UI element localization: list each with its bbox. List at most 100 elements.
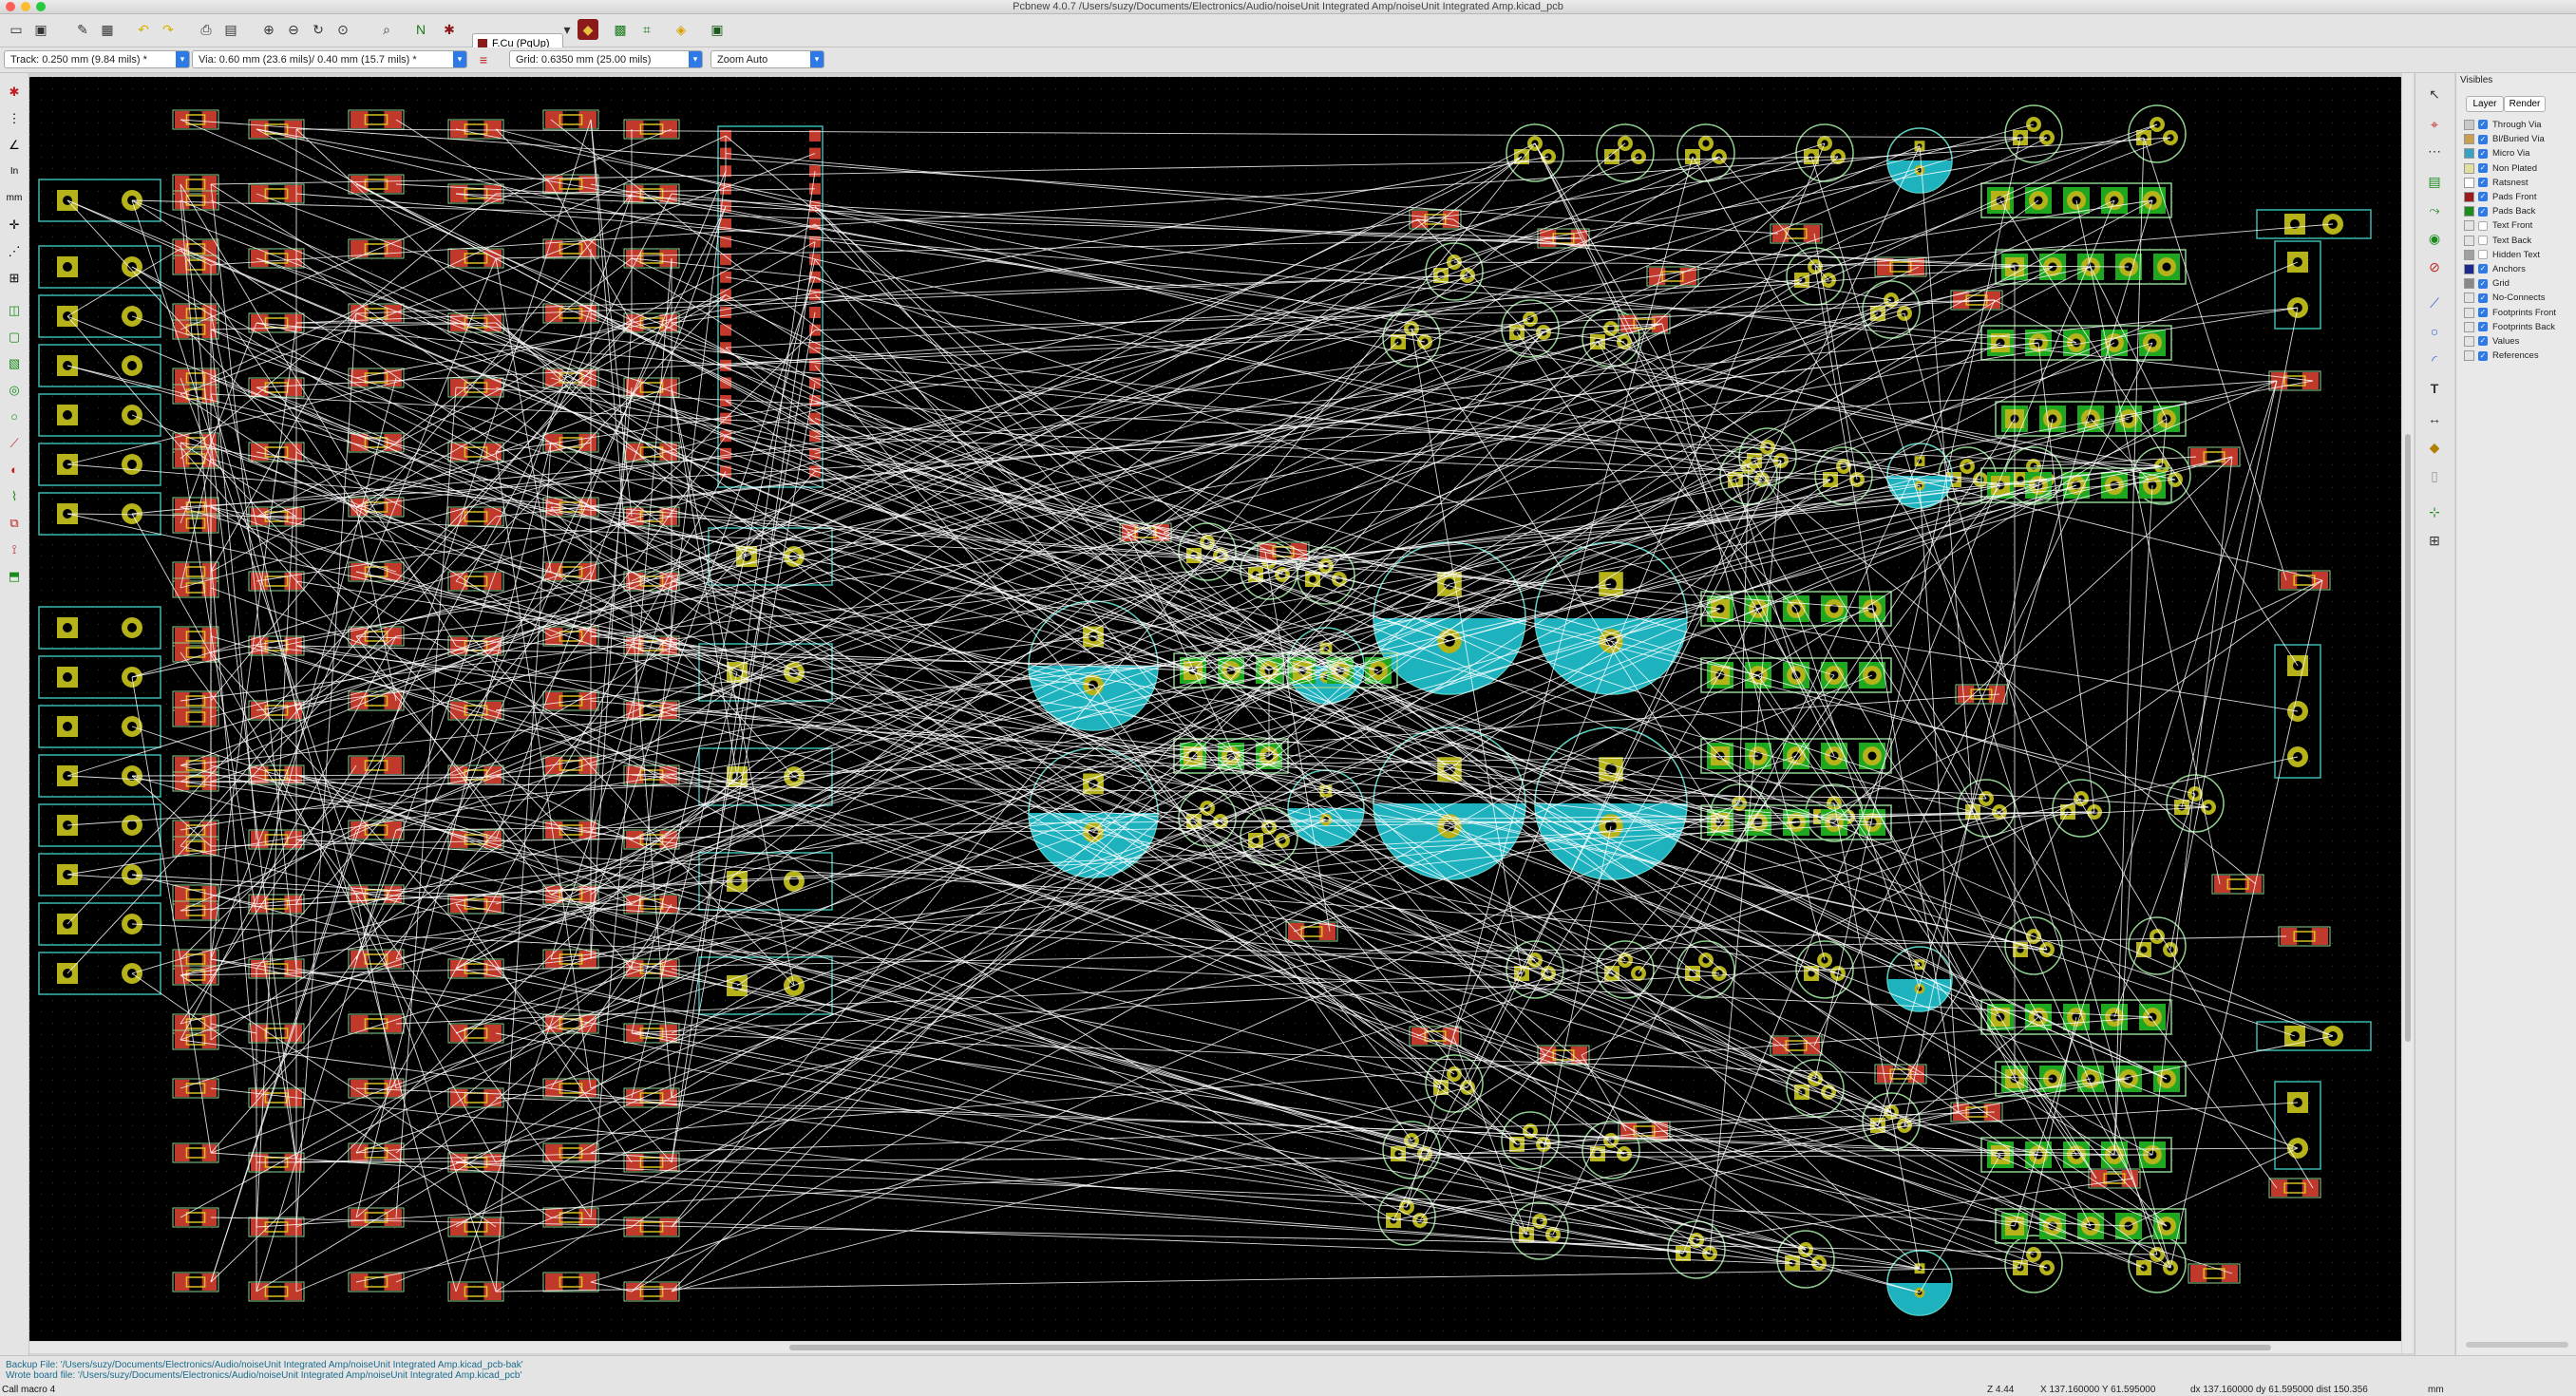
add-target-icon[interactable]: ◆ bbox=[2429, 440, 2440, 455]
layers-manager-icon[interactable]: ⧉ bbox=[9, 516, 19, 530]
layer-color-swatch[interactable] bbox=[2464, 177, 2474, 188]
microwave-toolbar-icon[interactable]: ⌇ bbox=[10, 489, 18, 503]
set-origin-icon[interactable]: ⊹ bbox=[2429, 504, 2440, 519]
delete-icon[interactable]: ▯ bbox=[2431, 468, 2438, 483]
layer-color-swatch[interactable] bbox=[2464, 307, 2474, 318]
find-icon[interactable]: ⌕ bbox=[383, 21, 390, 37]
zoom-select[interactable]: Zoom Auto ▾ bbox=[710, 50, 824, 68]
undo-icon[interactable]: ↶ bbox=[138, 21, 149, 37]
module-ratsnest-icon[interactable]: ⊞ bbox=[9, 271, 20, 285]
add-arc-icon[interactable]: ◜ bbox=[2432, 352, 2437, 368]
vias-sketch-icon[interactable]: ○ bbox=[10, 409, 18, 424]
layer-color-swatch[interactable] bbox=[2464, 134, 2474, 145]
horizontal-scroll-thumb[interactable] bbox=[789, 1345, 2271, 1350]
add-via-icon[interactable]: ◉ bbox=[2428, 231, 2441, 246]
drc-icon[interactable]: ✱ bbox=[444, 21, 455, 37]
netlist-icon[interactable]: N bbox=[415, 22, 426, 37]
visibles-row[interactable]: ✓Bl/Buried Via bbox=[2464, 132, 2545, 146]
tab-render[interactable]: Render bbox=[2504, 96, 2546, 112]
visibility-checkbox[interactable]: ✓ bbox=[2478, 278, 2488, 289]
visibles-row[interactable]: ✓Grid bbox=[2464, 276, 2510, 291]
select-arrow-icon[interactable]: ↖ bbox=[2429, 86, 2440, 102]
plot-icon[interactable]: ▤ bbox=[224, 21, 237, 37]
visibility-checkbox[interactable]: ✓ bbox=[2478, 264, 2488, 274]
layer-dropdown-icon[interactable]: ▾ bbox=[563, 21, 571, 37]
visibility-checkbox[interactable]: ✓ bbox=[2478, 134, 2488, 144]
visibles-row[interactable]: ✓Pads Front bbox=[2464, 190, 2536, 204]
visibility-checkbox[interactable]: ✓ bbox=[2478, 308, 2488, 318]
visibles-row[interactable]: ✓Ratsnest bbox=[2464, 176, 2529, 190]
visibility-checkbox[interactable]: ✓ bbox=[2478, 192, 2488, 202]
layer-color-swatch[interactable] bbox=[2464, 191, 2474, 202]
visibles-row[interactable]: ✓Pads Back bbox=[2464, 204, 2535, 218]
layer-color-swatch[interactable] bbox=[2464, 292, 2474, 304]
redo-icon[interactable]: ↷ bbox=[162, 21, 174, 37]
close-window-button[interactable] bbox=[6, 2, 15, 11]
layer-color-swatch[interactable] bbox=[2464, 220, 2474, 232]
grid-select[interactable]: Grid: 0.6350 mm (25.00 mils) ▾ bbox=[509, 50, 703, 68]
tracks-sketch-icon[interactable]: ⟋ bbox=[9, 436, 19, 450]
drc-off-icon[interactable]: ✱ bbox=[9, 85, 20, 99]
add-line-icon[interactable]: ⟋ bbox=[2430, 295, 2439, 311]
autoroute-icon[interactable]: ⌗ bbox=[643, 21, 651, 37]
local-ratsnest-icon[interactable]: ⋯ bbox=[2428, 143, 2441, 159]
vertical-scroll-thumb[interactable] bbox=[2405, 434, 2411, 1042]
visibility-checkbox[interactable]: ✓ bbox=[2478, 148, 2488, 159]
add-text-icon[interactable]: T bbox=[2430, 381, 2439, 396]
visibles-row[interactable]: ✓Micro Via bbox=[2464, 146, 2529, 160]
pads-sketch-icon[interactable]: ◎ bbox=[9, 383, 20, 397]
add-zone-icon[interactable]: ⊘ bbox=[2429, 259, 2440, 274]
footprint-editor-icon[interactable]: ▦ bbox=[101, 21, 114, 37]
visibility-checkbox[interactable]: ✓ bbox=[2478, 120, 2488, 130]
add-footprint-icon[interactable]: ▤ bbox=[2428, 174, 2441, 189]
grid-origin-icon[interactable]: ⊞ bbox=[2429, 533, 2440, 548]
via-size-select[interactable]: Via: 0.60 mm (23.6 mils)/ 0.40 mm (15.7 … bbox=[192, 50, 467, 68]
layer-color-swatch[interactable] bbox=[2464, 162, 2474, 174]
visibles-row[interactable]: ✓Values bbox=[2464, 334, 2519, 349]
visibles-row[interactable]: ✓No-Connects bbox=[2464, 291, 2545, 305]
autoplace-icon[interactable]: ▩ bbox=[614, 21, 627, 37]
inch-units-icon[interactable]: In bbox=[9, 166, 19, 177]
zoom-fit-icon[interactable]: ⊙ bbox=[337, 21, 349, 37]
visibility-checkbox[interactable]: ✓ bbox=[2478, 322, 2488, 332]
visibility-checkbox[interactable]: ✓ bbox=[2478, 336, 2488, 347]
vertical-scrollbar[interactable] bbox=[2402, 73, 2414, 1353]
visibles-row[interactable]: Text Back bbox=[2464, 234, 2531, 248]
horizontal-scrollbar[interactable] bbox=[29, 1342, 2401, 1353]
layer-color-swatch[interactable] bbox=[2464, 119, 2474, 130]
show-module-icon[interactable]: ⬒ bbox=[8, 569, 21, 583]
layer-color-swatch[interactable] bbox=[2464, 249, 2474, 260]
panel-scrollbar[interactable] bbox=[2466, 1342, 2568, 1348]
visibles-row[interactable]: ✓References bbox=[2464, 349, 2539, 363]
pcb-canvas[interactable] bbox=[29, 77, 2401, 1341]
zoom-in-icon[interactable]: ⊕ bbox=[263, 21, 275, 37]
board-drawing[interactable] bbox=[29, 77, 2401, 1341]
net-highlight-icon[interactable]: ⟟ bbox=[11, 542, 17, 557]
track-width-select[interactable]: Track: 0.250 mm (9.84 mils) * ▾ bbox=[4, 50, 190, 68]
visibility-checkbox[interactable] bbox=[2478, 250, 2488, 260]
layer-color-swatch[interactable] bbox=[2464, 278, 2474, 290]
zone-outline-icon[interactable]: ▢ bbox=[8, 330, 21, 344]
zone-fill-icon[interactable]: ◫ bbox=[8, 303, 21, 317]
visibles-row[interactable]: Text Front bbox=[2464, 218, 2532, 233]
layer-color-swatch[interactable] bbox=[2464, 350, 2474, 362]
visibles-row[interactable]: ✓Non Plated bbox=[2464, 161, 2537, 176]
add-dimension-icon[interactable]: ↔ bbox=[2428, 411, 2441, 426]
visibles-row[interactable]: ✓Through Via bbox=[2464, 118, 2542, 132]
page-settings-icon[interactable]: ✎ bbox=[77, 21, 88, 37]
microwave-icon[interactable]: ◈ bbox=[675, 21, 687, 37]
route-track-icon[interactable]: ⤳ bbox=[2429, 202, 2440, 217]
save-icon[interactable]: ▣ bbox=[34, 21, 47, 37]
layer-color-swatch[interactable] bbox=[2464, 206, 2474, 217]
new-board-icon[interactable]: ▭ bbox=[9, 21, 23, 37]
add-circle-icon[interactable]: ○ bbox=[2430, 324, 2439, 339]
visibles-row[interactable]: ✓Footprints Front bbox=[2464, 306, 2556, 320]
layer-color-swatch[interactable] bbox=[2464, 335, 2474, 347]
layer-color-swatch[interactable] bbox=[2464, 148, 2474, 160]
redraw-icon[interactable]: ↻ bbox=[313, 21, 324, 37]
visibility-checkbox[interactable]: ✓ bbox=[2478, 350, 2488, 361]
visibility-checkbox[interactable] bbox=[2478, 220, 2488, 231]
cursor-shape-icon[interactable]: ✛ bbox=[9, 217, 20, 232]
layer-color-swatch[interactable] bbox=[2464, 321, 2474, 332]
layer-pair-icon[interactable]: ◆ bbox=[578, 19, 598, 40]
